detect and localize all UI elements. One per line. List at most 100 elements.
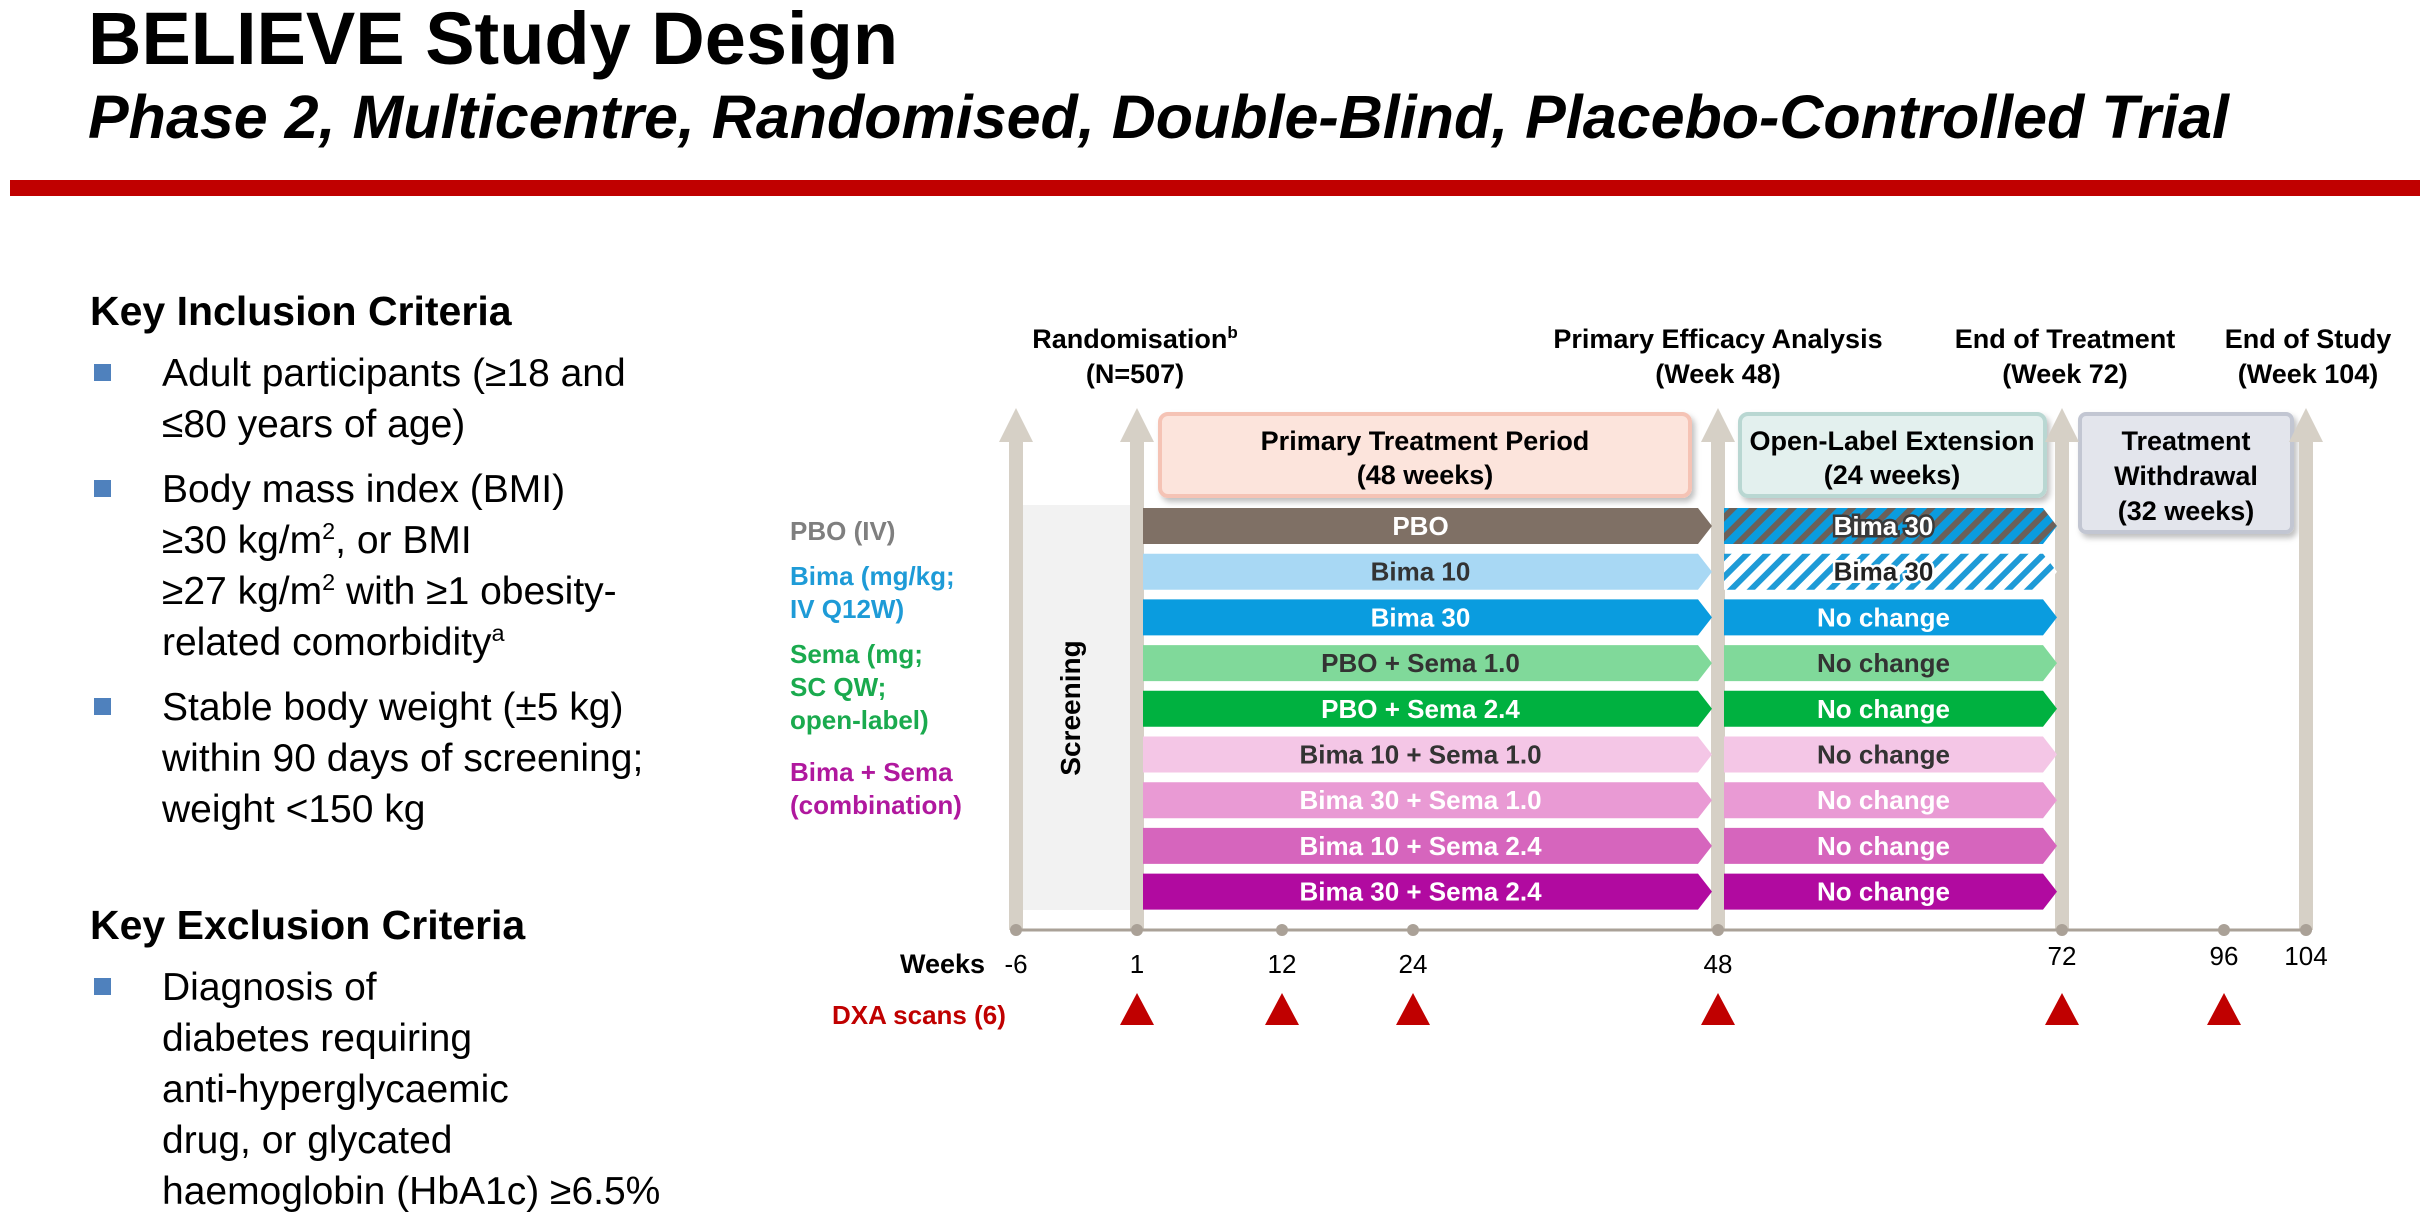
group-label-sema-line2: SC QW;	[790, 672, 886, 702]
randomisation-n: (N=507)	[1086, 359, 1184, 389]
group-label-combo-line1: Bima + Sema	[790, 757, 953, 787]
arm-primary-label: Bima 30 + Sema 2.4	[1299, 877, 1542, 907]
arm-row: PBO Bima 30	[1143, 508, 2057, 544]
arm-primary-label: Bima 10 + Sema 2.4	[1299, 831, 1542, 861]
group-label-sema-line1: Sema (mg;	[790, 639, 923, 669]
page-subtitle: Phase 2, Multicentre, Randomised, Double…	[88, 83, 2229, 151]
arm-extension-bar	[1724, 782, 2057, 819]
week-tick-label: 24	[1399, 949, 1428, 979]
arm-primary-label: PBO	[1392, 511, 1448, 541]
week-tick-label: -6	[1004, 949, 1027, 979]
arm-row: PBO + Sema 2.4 No change	[1143, 690, 2057, 727]
milestone-arrows	[999, 408, 2323, 930]
milestone-end-of-study: End of Study (Week 104)	[2225, 324, 2391, 389]
screening-label: Screening	[1055, 640, 1086, 775]
primary-period-duration: (48 weeks)	[1357, 460, 1494, 490]
randomisation-label: Randomisation	[1032, 324, 1227, 354]
withdrawal-period-line2: Withdrawal	[2114, 461, 2258, 491]
bullet-icon	[94, 978, 111, 995]
end-of-treatment-arrow	[2045, 408, 2079, 930]
arm-primary-label: PBO + Sema 1.0	[1321, 648, 1520, 678]
week-tick-label: 12	[1268, 949, 1297, 979]
page-title: BELIEVE Study Design	[88, 0, 899, 80]
dxa-scan-marker	[1396, 993, 1430, 1025]
randomisation-footnote: b	[1227, 323, 1237, 342]
group-label-bima-line1: Bima (mg/kg;	[790, 561, 955, 591]
arm-extension-label: No change	[1817, 740, 1950, 770]
group-label-bima-line2: IV Q12W)	[790, 594, 904, 624]
arm-row: Bima 10 + Sema 1.0 No change	[1143, 736, 2057, 773]
dxa-label: DXA scans (6)	[832, 1000, 1006, 1030]
arm-primary-label: Bima 30 + Sema 1.0	[1299, 785, 1541, 815]
inclusion-heading: Key Inclusion Criteria	[90, 288, 512, 334]
end-of-study-week: (Week 104)	[2238, 359, 2379, 389]
arm-extension-bar	[1724, 645, 2057, 682]
group-label-pbo: PBO (IV)	[790, 516, 895, 546]
withdrawal-period-line3: (32 weeks)	[2118, 496, 2255, 526]
extension-period-title: Open-Label Extension	[1749, 426, 2034, 456]
arm-extension-bar	[1724, 553, 2057, 590]
randomisation-arrow	[1120, 408, 1154, 930]
week-tick-label: 48	[1704, 949, 1733, 979]
week-tick-dot	[1010, 924, 1022, 936]
week-tick-label: 96	[2210, 941, 2239, 971]
screening-region	[1018, 505, 1138, 910]
week-tick-dot	[1131, 924, 1143, 936]
arm-row: PBO + Sema 1.0 No change	[1143, 645, 2057, 682]
extension-period-box: Open-Label Extension (24 weeks)	[1738, 412, 2047, 498]
arm-extension-bar	[1724, 690, 2057, 727]
arm-extension-label: Bima 30	[1834, 511, 1934, 541]
arm-extension-bar	[1724, 873, 2057, 910]
group-labels: PBO (IV) Bima (mg/kg; IV Q12W) Sema (mg;…	[790, 516, 962, 820]
primary-analysis-label: Primary Efficacy Analysis	[1553, 324, 1882, 354]
arm-row: Bima 10 Bima 30	[1143, 553, 2057, 590]
week-tick-dot	[1276, 924, 1288, 936]
arm-primary-bar	[1143, 827, 1712, 864]
arm-primary-label: Bima 10 + Sema 1.0	[1299, 740, 1541, 770]
weeks-label: Weeks	[900, 949, 985, 979]
exclusion-list: Diagnosis of diabetes requiring anti-hyp…	[90, 962, 790, 1231]
arm-extension-label: No change	[1817, 648, 1950, 678]
list-item: Stable body weight (±5 kg) within 90 day…	[90, 682, 730, 835]
arm-row: Bima 30 No change	[1143, 599, 2057, 636]
group-label-sema-line3: open-label)	[790, 705, 929, 735]
exclusion-heading: Key Exclusion Criteria	[90, 902, 526, 948]
primary-analysis-arrow	[1701, 408, 1735, 930]
arm-extension-label: No change	[1817, 785, 1950, 815]
week-tick-dot	[2300, 924, 2312, 936]
bullet-icon	[94, 364, 111, 381]
dxa-scan-marker	[1701, 993, 1735, 1025]
arm-extension-label: No change	[1817, 602, 1950, 632]
arm-primary-label: PBO + Sema 2.4	[1321, 694, 1520, 724]
arm-extension-label: No change	[1817, 831, 1950, 861]
arm-extension-label: No change	[1817, 694, 1950, 724]
dxa-markers	[1120, 993, 2241, 1025]
title-divider	[10, 180, 2420, 196]
end-of-treatment-week: (Week 72)	[2002, 359, 2128, 389]
bullet-icon	[94, 480, 111, 497]
end-of-study-arrow	[2289, 408, 2323, 930]
arm-extension-label: Bima 30	[1834, 557, 1934, 587]
milestone-randomisation: Randomisationb (N=507)	[1032, 323, 1237, 389]
arm-row: Bima 10 + Sema 2.4 No change	[1143, 827, 2057, 864]
end-of-study-label: End of Study	[2225, 324, 2391, 354]
treatment-arms: PBO Bima 30 Bima 10 Bima 30 Bima 30 No change…	[1143, 508, 2057, 910]
arm-extension-label: No change	[1817, 877, 1950, 907]
arm-primary-bar	[1143, 873, 1712, 910]
arm-primary-bar	[1143, 508, 1712, 544]
week-tick-dot	[2218, 924, 2230, 936]
week-tick-label: 104	[2284, 941, 2327, 971]
arm-primary-label: Bima 10	[1371, 557, 1471, 587]
arm-row: Bima 30 + Sema 1.0 No change	[1143, 782, 2057, 819]
arm-extension-bar	[1724, 599, 2057, 636]
week-tick-dot	[2056, 924, 2068, 936]
arm-extension-bar	[1724, 827, 2057, 864]
arm-primary-bar	[1143, 782, 1712, 819]
withdrawal-period-box: Treatment Withdrawal (32 weeks)	[2078, 412, 2294, 534]
arm-primary-label: Bima 30	[1371, 602, 1471, 632]
milestone-primary-analysis: Primary Efficacy Analysis (Week 48)	[1553, 324, 1882, 389]
list-item: Diagnosis of diabetes requiring anti-hyp…	[90, 962, 790, 1217]
